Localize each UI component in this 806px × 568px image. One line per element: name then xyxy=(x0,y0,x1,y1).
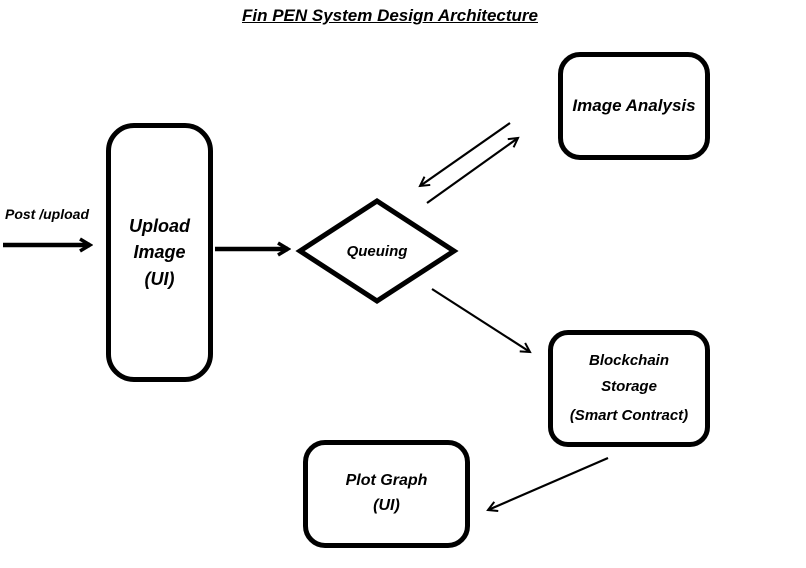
plot-graph-label-line2: (UI) xyxy=(373,497,400,514)
queuing-diamond-shape xyxy=(295,198,459,304)
node-image-analysis: Image Analysis xyxy=(558,52,710,160)
post-upload-label: Post /upload xyxy=(5,206,89,222)
diagram-title: Fin PEN System Design Architecture xyxy=(241,6,538,25)
node-plot-graph: Plot Graph (UI) xyxy=(303,440,470,548)
node-blockchain-storage: Blockchain Storage (Smart Contract) xyxy=(548,330,710,447)
upload-image-label-line3: (UI) xyxy=(144,268,175,289)
plot-graph-label-line1: Plot Graph xyxy=(345,472,428,490)
blockchain-label-line2: Storage xyxy=(601,377,657,395)
upload-image-label-line2: Image xyxy=(133,242,186,263)
queuing-to-blockchain-arrow xyxy=(431,288,532,354)
queuing-to-analysis-arrow xyxy=(426,136,520,204)
blockchain-label-line3: (Smart Contract) xyxy=(569,407,689,425)
analysis-to-queuing-arrow xyxy=(418,122,511,188)
image-analysis-label: Image Analysis xyxy=(572,96,696,115)
node-queuing-label: Queuing xyxy=(346,242,408,260)
blockchain-label-line1: Blockchain xyxy=(588,351,670,369)
upload-image-label-line1: Upload xyxy=(129,216,190,237)
node-upload-image: Upload Image (UI) xyxy=(106,123,213,382)
blockchain-to-plotgraph-arrow xyxy=(486,456,609,513)
